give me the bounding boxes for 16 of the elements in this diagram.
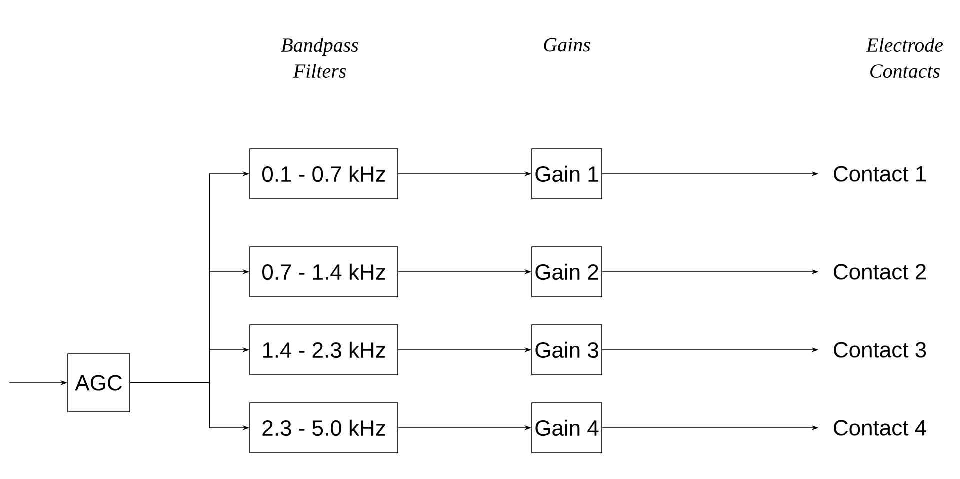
process-box: 0.7 - 1.4 kHz <box>250 246 398 298</box>
process-box: 0.1 - 0.7 kHz <box>250 148 398 200</box>
process-box: 2.3 - 5.0 kHz <box>250 402 398 454</box>
contact-label: Contact 1 <box>834 166 926 182</box>
process-box: Gain 3 <box>532 324 602 376</box>
process-box: AGC <box>68 354 130 412</box>
column-heading: Bandpass Filters <box>281 38 358 78</box>
contact-label: Contact 3 <box>834 342 926 358</box>
column-heading: Electrode Contacts <box>866 38 944 78</box>
column-heading: Gains <box>544 38 590 52</box>
process-box: Gain 4 <box>532 402 602 454</box>
contact-label: Contact 4 <box>834 420 926 436</box>
process-box: Gain 2 <box>532 246 602 298</box>
process-box: Gain 1 <box>532 148 602 200</box>
process-box: 1.4 - 2.3 kHz <box>250 324 398 376</box>
contact-label: Contact 2 <box>834 264 926 280</box>
